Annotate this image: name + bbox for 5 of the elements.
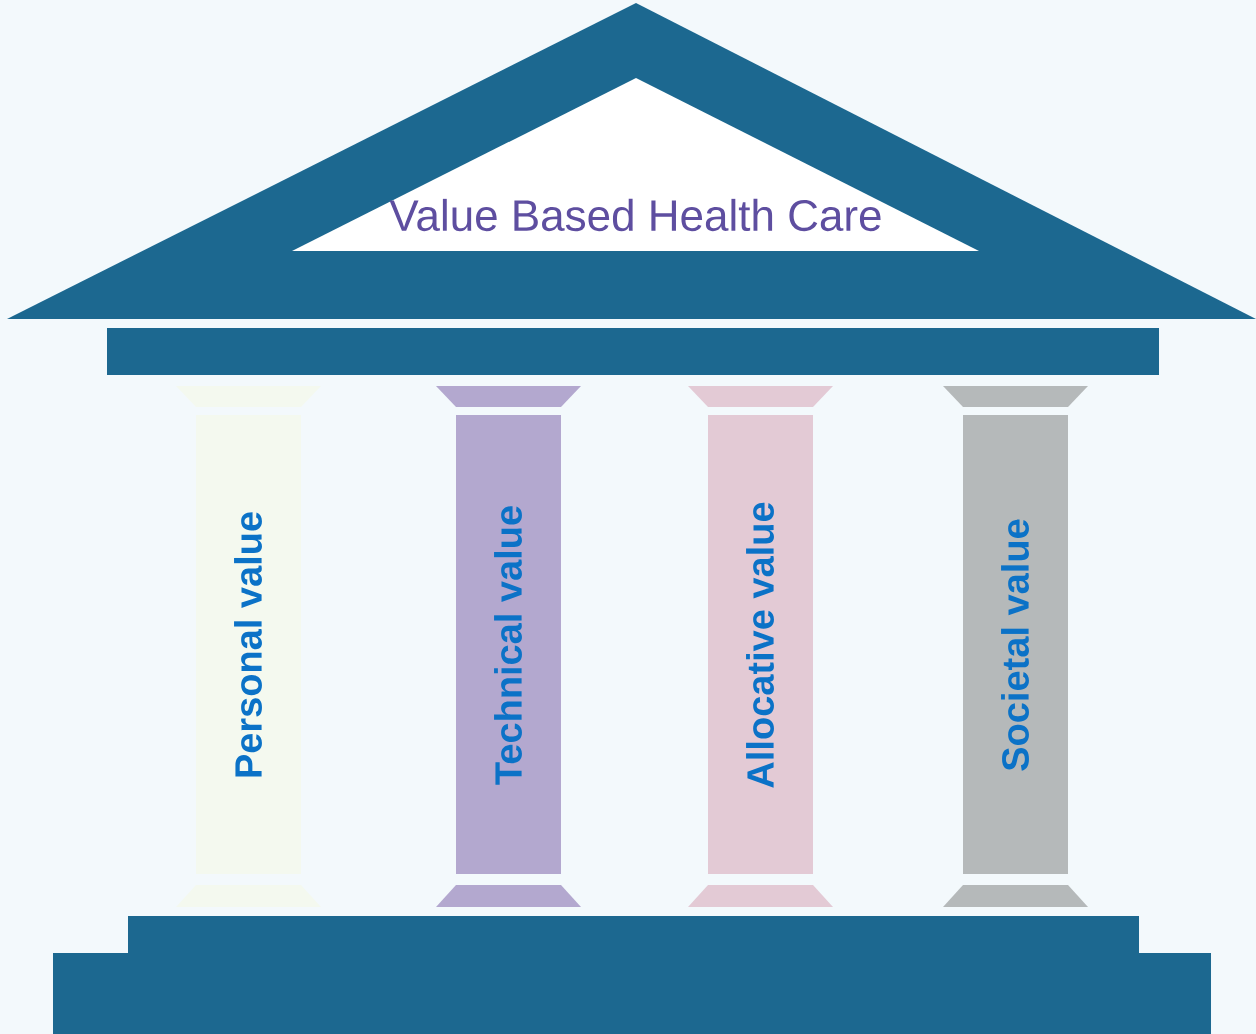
pillar: Allocative value: [688, 386, 833, 907]
roof-drawing: Value Based Health Care: [7, 3, 1256, 375]
pillar: Technical value: [436, 386, 581, 907]
pillar: Personal value: [176, 386, 321, 907]
pillar: Societal value: [943, 386, 1088, 907]
